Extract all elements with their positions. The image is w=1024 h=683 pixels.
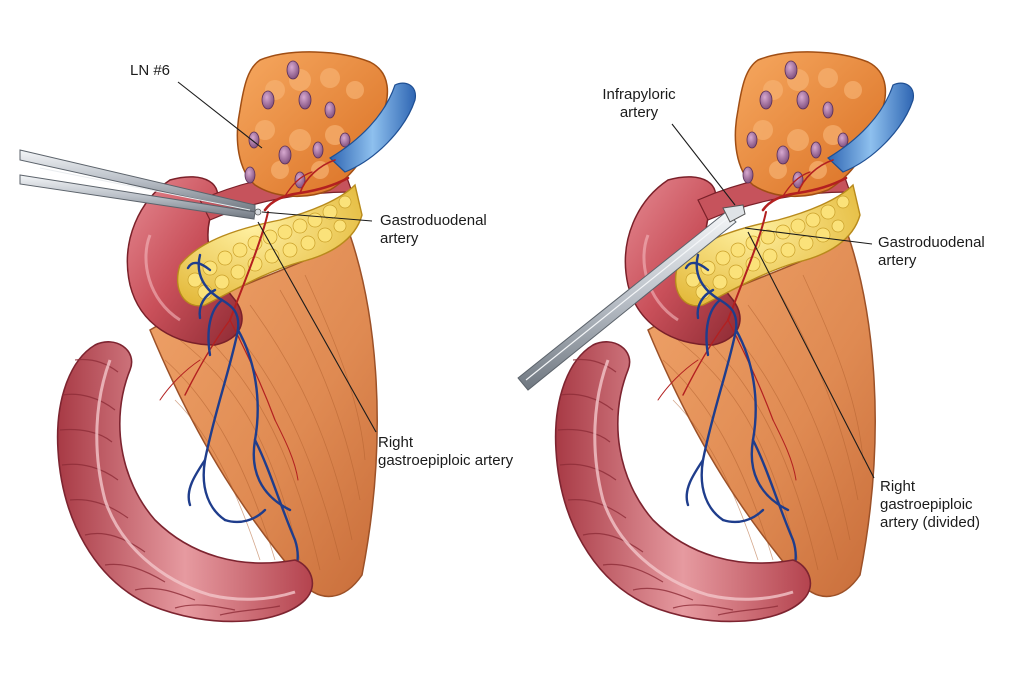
right-panel-illustration	[517, 50, 915, 623]
leader-right-rgea	[747, 231, 875, 479]
label-left-gastroduodenal-artery: Gastroduodenal artery	[380, 212, 487, 247]
label-right-gastroduodenal-artery: Gastroduodenal artery	[878, 234, 985, 269]
label-left-right-gastroepiploic-artery: Right gastroepiploic artery	[378, 434, 514, 469]
leader-infrapyloric	[671, 123, 736, 206]
leader-right-gda	[744, 227, 873, 245]
forceps-instrument	[19, 149, 262, 220]
leader-left-gda	[261, 211, 373, 222]
leader-left-rgea	[257, 221, 377, 433]
energy-device-instrument	[517, 204, 746, 391]
leader-ln6	[177, 81, 263, 149]
left-panel-illustration	[19, 50, 417, 623]
leader-lines	[177, 81, 875, 479]
label-infrapyloric-artery: Infrapyloric artery	[602, 86, 676, 121]
label-right-gastroepiploic-artery-divided: Right gastroepiploic artery (divided)	[880, 478, 981, 531]
label-ln6: LN #6	[130, 62, 171, 79]
